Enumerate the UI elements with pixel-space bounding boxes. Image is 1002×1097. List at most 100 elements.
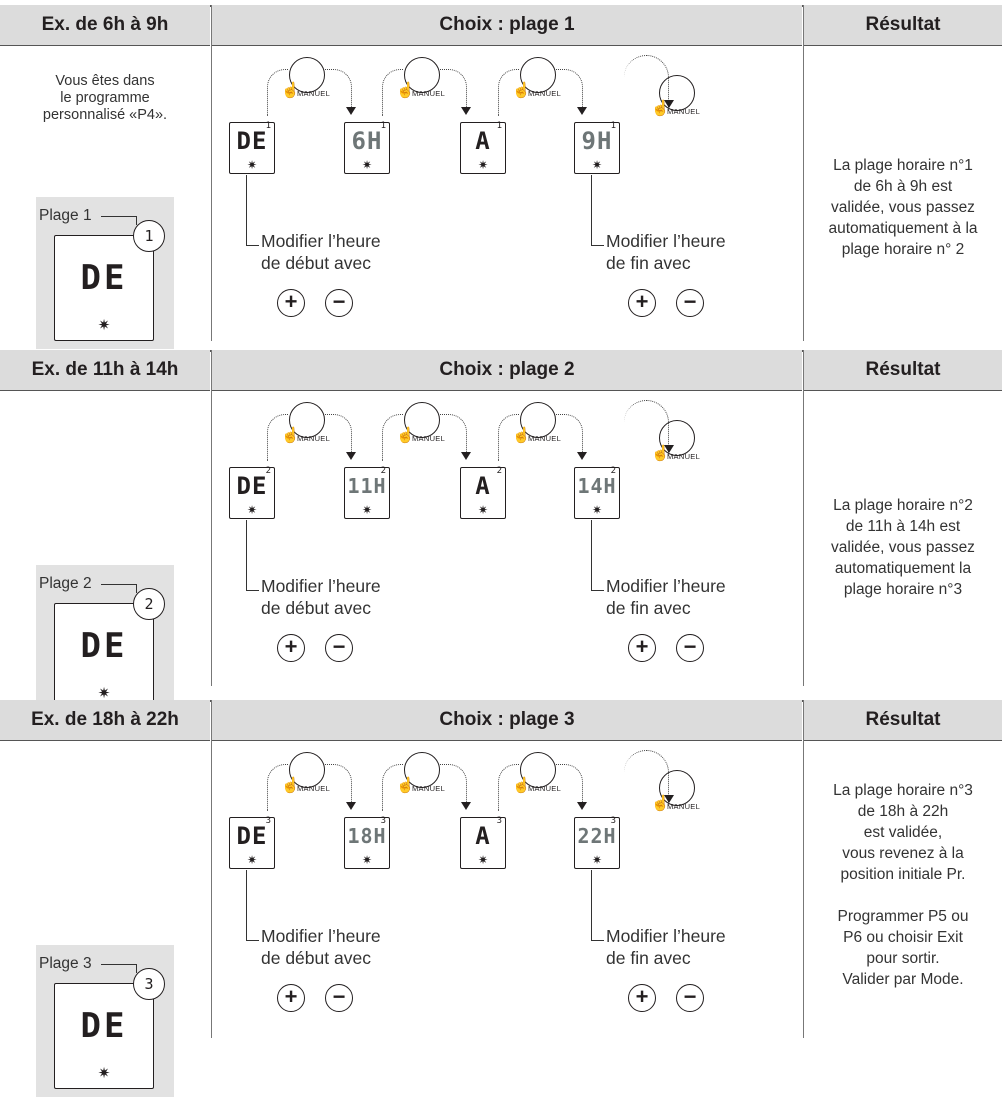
arrowhead-icon [461,802,471,810]
minus-circle-icon[interactable]: − [676,984,704,1012]
flow-arrow [556,69,583,110]
lcd-glyph-large: DE [80,626,128,666]
column-divider [211,350,212,686]
manuel-button[interactable] [289,402,325,438]
plus-circle-icon[interactable]: + [628,289,656,317]
caption-line: de fin avec [606,253,691,273]
result-line: de 11h à 14h est [845,518,961,535]
flow-arrow-back [498,69,519,116]
minus-circle-icon[interactable]: − [676,634,704,662]
sun-icon: ✷ [246,158,258,172]
manuel-button[interactable] [520,57,556,93]
minus-circle-icon[interactable]: − [325,289,353,317]
sun-icon: ✷ [477,503,489,517]
column-divider [211,5,212,341]
arrowhead-icon [664,445,674,453]
lcd-plage-index: 3 [380,816,386,826]
manuel-label: MANUEL [528,89,562,98]
flow-arrow [624,750,669,806]
plage-callout-line [101,216,137,225]
plage-number-circle: 3 [133,968,165,1000]
minus-circle-icon[interactable]: − [676,289,704,317]
lcd-glyph: DE [236,472,268,500]
hand-press-icon: ☝ [512,82,531,99]
caption-line: Modifier l’heure [606,576,726,596]
caption-line: Modifier l’heure [606,926,726,946]
flow-arrow [325,414,352,455]
flow-arrow-back [267,414,288,461]
minus-circle-icon[interactable]: − [325,984,353,1012]
lcd-glyph: A [475,127,491,155]
arrowhead-icon [346,802,356,810]
plus-circle-icon[interactable]: + [277,984,305,1012]
sun-icon: ✷ [477,158,489,172]
manuel-button[interactable] [289,752,325,788]
sun-icon: ✷ [97,317,111,334]
lcd-glyph: DE [236,127,268,155]
plage-callout-line [101,964,137,973]
arrowhead-icon [577,107,587,115]
sun-icon: ✷ [591,853,603,867]
manuel-label: MANUEL [528,784,562,793]
lcd-plage-index: 2 [610,466,616,476]
manuel-label: MANUEL [667,452,701,461]
result-line [808,885,998,906]
manuel-button[interactable] [404,402,440,438]
flow-arrow-back [498,764,519,811]
hand-press-icon: ☝ [512,777,531,794]
lcd-plage-index: 1 [610,121,616,131]
caption-line: de début avec [261,253,371,273]
flow-arrow-back [382,764,403,811]
flow-arrow-back [382,414,403,461]
lcd-glyph-large: DE [80,1006,128,1046]
hand-press-icon: ☝ [396,427,415,444]
lcd-plage-index: 1 [265,121,271,131]
header-example: Ex. de 11h à 14h [0,350,210,391]
result-line: position initiale Pr. [840,866,966,883]
manuel-label: MANUEL [297,784,331,793]
arrowhead-icon [577,802,587,810]
flow-arrow [556,764,583,805]
plus-circle-icon[interactable]: + [277,289,305,317]
manuel-label: MANUEL [667,107,701,116]
sun-icon: ✷ [361,503,373,517]
header-result: Résultat [804,700,1002,741]
callout-line [591,870,604,941]
callout-line [246,175,259,246]
intro-line: le programme [60,90,150,106]
manuel-button[interactable] [404,57,440,93]
hand-press-icon: ☝ [281,777,300,794]
manuel-button[interactable] [289,57,325,93]
plus-circle-icon[interactable]: + [277,634,305,662]
callout-line [246,520,259,591]
result-line: automatiquement la [834,560,972,577]
manuel-label: MANUEL [297,89,331,98]
manuel-button[interactable] [520,402,556,438]
header-example: Ex. de 18h à 22h [0,700,210,741]
plage-label: Plage 3 [39,955,92,972]
manuel-label: MANUEL [528,434,562,443]
result-line: vous revenez à la [842,845,964,862]
flow-arrow [440,69,467,110]
manuel-button[interactable] [404,752,440,788]
manuel-button[interactable] [520,752,556,788]
result-line: plage horaire n°3 [843,581,963,598]
column-divider [803,5,804,341]
arrowhead-icon [577,452,587,460]
plus-circle-icon[interactable]: + [628,634,656,662]
header-choice: Choix : plage 2 [212,350,802,391]
arrowhead-icon [346,107,356,115]
lcd-glyph: 11H [347,474,387,498]
result-line: pour sortir. [866,950,940,967]
minus-circle-icon[interactable]: − [325,634,353,662]
plus-circle-icon[interactable]: + [628,984,656,1012]
caption-line: de fin avec [606,598,691,618]
sun-icon: ✷ [246,853,258,867]
